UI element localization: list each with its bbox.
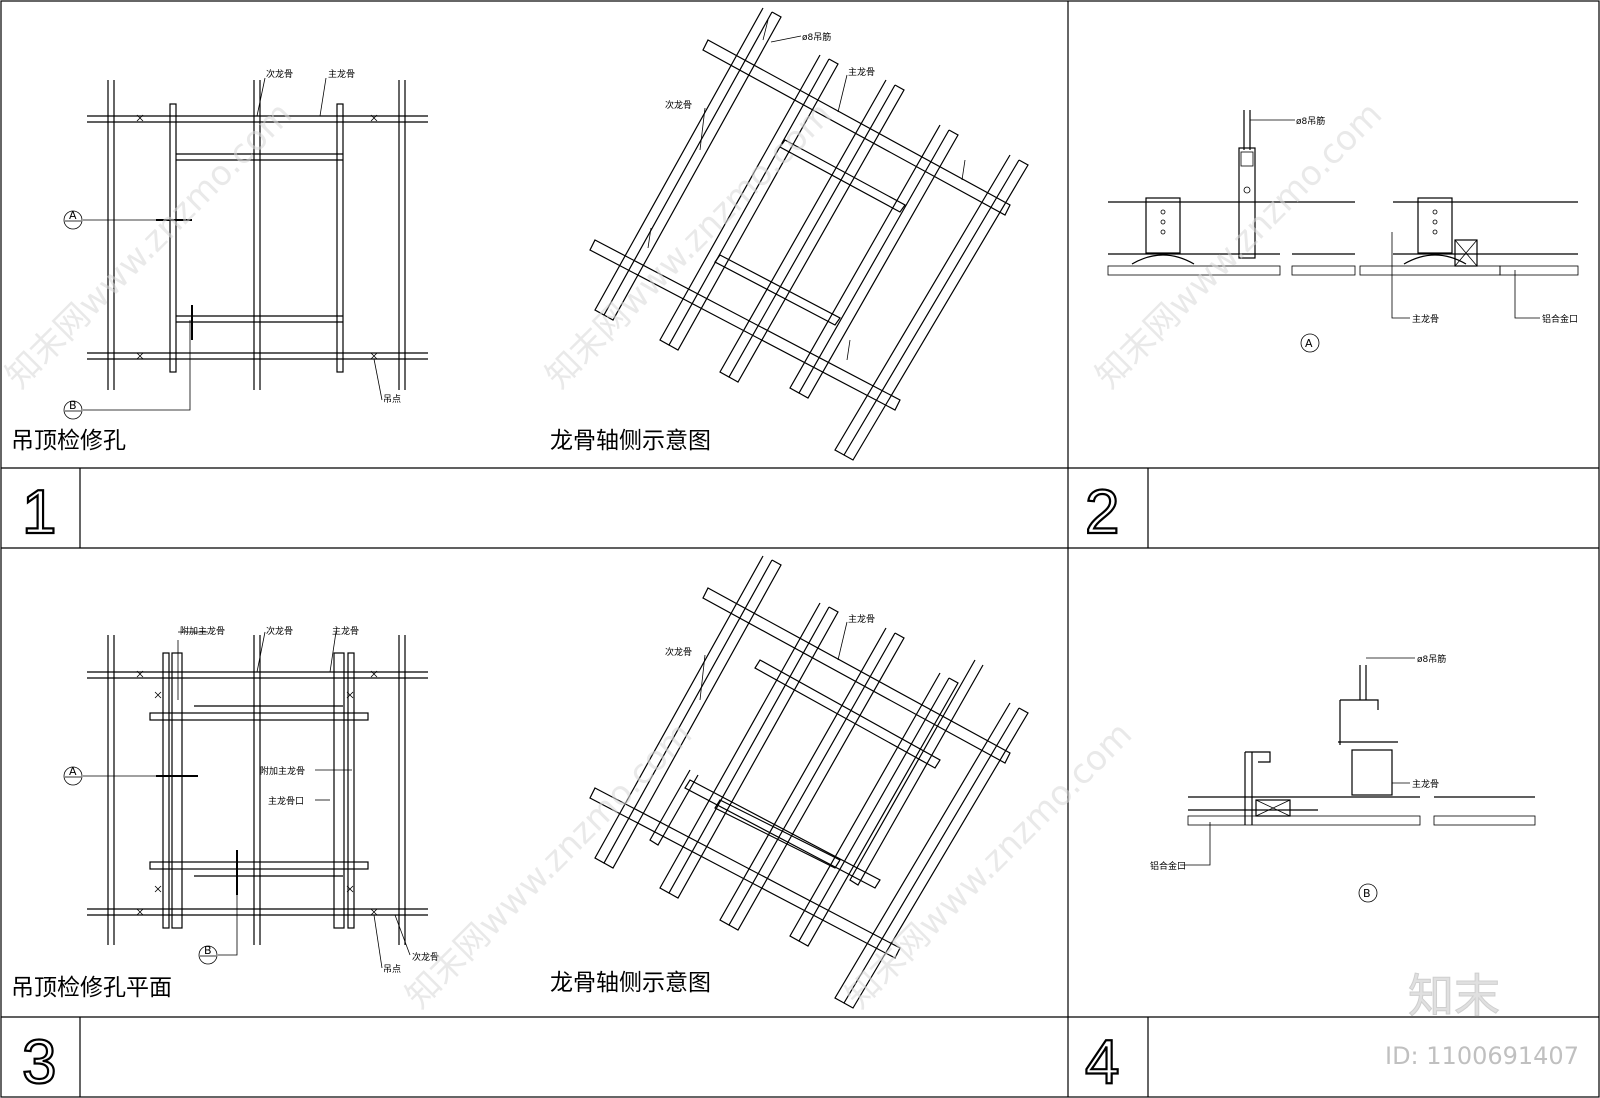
label-main-keel-B: 主龙骨 [1412,778,1439,790]
label-main-keel-iso1: 主龙骨 [848,66,875,78]
label-trim-B: 铝合金口 [1150,860,1186,872]
section-mark-A: A [1305,337,1313,350]
panel3-plan: A B 附加主龙骨 次龙骨 主龙骨 附加主龙骨 主龙骨口 吊点 次龙骨 吊顶检修… [11,625,439,1001]
label-main-keel-opening: 主龙骨口 [268,795,304,807]
plan-title-3: 吊顶检修孔平面 [11,975,172,1001]
label-trim-A: 铝合金口 [1542,313,1578,325]
panel-number-2: 2 [1085,478,1119,547]
label-hang-point-3: 吊点 [383,964,401,975]
panel-number-1: 1 [22,478,56,547]
panel3-isometric: 主龙骨 次龙骨 龙骨轴侧示意图 [550,555,1029,1009]
section-mark-B: B [1363,887,1371,900]
iso-title-1: 龙骨轴侧示意图 [550,428,711,454]
label-secondary-keel-iso1: 次龙骨 [665,99,692,111]
label-main-keel-3: 主龙骨 [332,625,359,637]
iso-title-3: 龙骨轴侧示意图 [550,970,711,996]
panel4-section-B: ø8吊筋 主龙骨 铝合金口 B [1150,653,1536,903]
marker-B-plan1: B [69,399,77,412]
watermark-logo: 知末 [1408,969,1500,1023]
watermark-text-5: 知末网www.znzmo.com [838,714,1140,1016]
watermark-text-1: 知末网www.znzmo.com [0,94,300,396]
label-secondary-keel-iso3: 次龙骨 [665,646,692,658]
label-secondary-keel-3b: 次龙骨 [412,951,439,963]
panel1-plan: A B 次龙骨 主龙骨 吊点 吊顶检修孔 [11,68,428,454]
label-main-keel: 主龙骨 [328,68,355,80]
label-secondary-keel: 次龙骨 [266,68,293,80]
label-hang-point: 吊点 [383,394,401,405]
panel-number-3: 3 [22,1028,56,1097]
panel1-isometric: ø8吊筋 主龙骨 次龙骨 龙骨轴侧示意图 [550,7,1029,461]
marker-A-plan1: A [69,209,77,222]
label-main-keel-A: 主龙骨 [1412,313,1439,325]
label-extra-main-keel: 附加主龙骨 [180,625,225,637]
marker-A-plan3: A [69,765,77,778]
panel2-section-A: ø8吊筋 主龙骨 铝合金口 A [1107,110,1579,353]
label-rod-A: ø8吊筋 [1296,115,1325,127]
plan-title-1: 吊顶检修孔 [11,428,126,454]
marker-B-plan3: B [204,944,212,957]
watermark-text-3: 知末网www.znzmo.com [1088,94,1390,396]
label-main-keel-iso3: 主龙骨 [848,613,875,625]
label-secondary-keel-3: 次龙骨 [266,625,293,637]
watermark-id: ID: 1100691407 [1385,1042,1579,1070]
label-extra-main-keel-2: 附加主龙骨 [260,765,305,777]
panel-number-4: 4 [1085,1028,1119,1097]
label-rod-iso1: ø8吊筋 [802,31,831,43]
label-rod-B: ø8吊筋 [1417,653,1446,665]
